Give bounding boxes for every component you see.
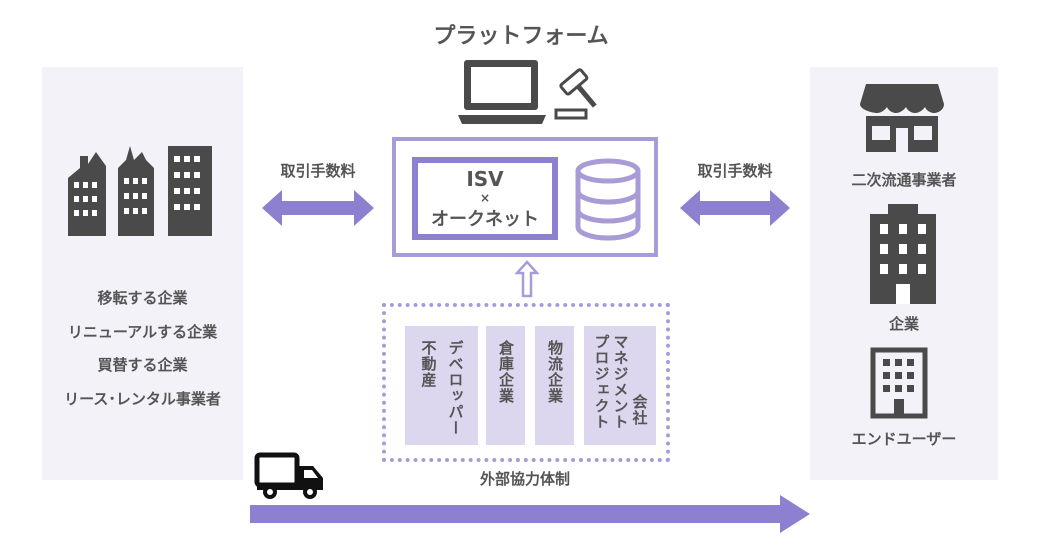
left-company-1: 移転する企業 [97, 289, 188, 307]
left-company-2: リニューアルする企業 [67, 323, 218, 341]
laptop-icon [458, 60, 546, 124]
partner-text: 倉庫企業 [497, 340, 515, 404]
buildings-icon [68, 146, 212, 236]
platform-title: プラットフォーム [433, 24, 609, 49]
left-panel [42, 67, 243, 480]
partner-developer: 不動産デベロッパー [405, 326, 478, 445]
partner-text: 物流企業 [546, 340, 564, 404]
truck-icon [254, 452, 323, 499]
gavel-icon [554, 68, 597, 120]
fee-left-label: 取引手数料 [280, 162, 356, 180]
left-company-4: リース･レンタル事業者 [64, 390, 221, 408]
platform-box [392, 137, 658, 257]
isv-box: ISV × オークネット [412, 157, 558, 240]
partner-text: プロジェクト [592, 334, 611, 430]
partner-text: マネジメント [611, 334, 630, 430]
apartment-icon [870, 347, 928, 419]
up-arrow-icon [515, 260, 539, 298]
partners-label: 外部協力体制 [479, 470, 570, 488]
double-arrow-left [262, 190, 374, 226]
double-arrow-right [680, 190, 790, 226]
secondary-distributor-label: 二次流通事業者 [851, 171, 957, 189]
partner-text: デベロッパー [446, 340, 465, 436]
partners-box [382, 303, 670, 462]
company-label: 企業 [888, 315, 919, 333]
office-building-icon [870, 204, 936, 304]
end-user-label: エンドユーザー [851, 430, 957, 448]
partner-pm: プロジェクトマネジメント会社 [584, 326, 656, 445]
auknet-label: オークネット [431, 209, 539, 230]
database-icon [575, 158, 641, 241]
partner-text: 不動産 [419, 340, 438, 388]
partner-text: 会社 [630, 394, 649, 426]
partner-logistics: 物流企業 [535, 326, 574, 445]
store-icon [860, 84, 944, 152]
left-company-3: 買替する企業 [97, 356, 188, 374]
partner-warehouse: 倉庫企業 [486, 326, 525, 445]
isv-label: ISV [466, 167, 504, 191]
flow-arrow [250, 495, 810, 533]
fee-right-label: 取引手数料 [697, 162, 773, 180]
times-label: × [479, 191, 491, 205]
